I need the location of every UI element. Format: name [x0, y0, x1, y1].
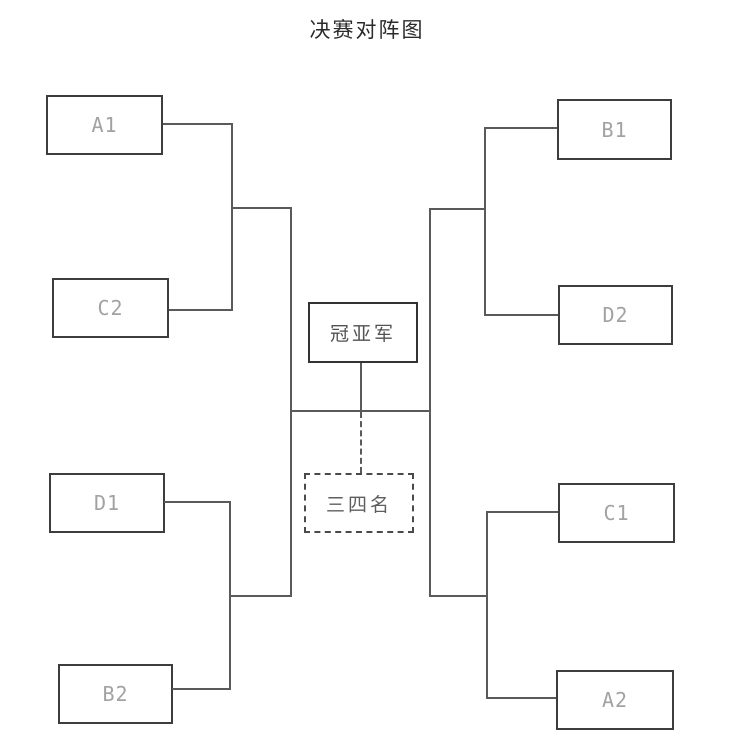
team-box-b1: B1 [557, 99, 672, 160]
team-box-c1: C1 [558, 483, 675, 543]
team-box-c2: C2 [52, 278, 169, 338]
connector-d1-line [164, 501, 231, 503]
bracket-right-bottom-vertical [486, 511, 488, 699]
team-box-d2: D2 [558, 285, 673, 345]
semifinal-right-top-feed [429, 208, 485, 210]
team-box-d1: D1 [49, 473, 165, 533]
bracket-right-top-vertical [484, 127, 486, 316]
connector-b2-line [172, 688, 231, 690]
bracket-left-top-vertical [231, 123, 233, 311]
connector-c2-line [169, 309, 233, 311]
third-place-stem-dashed-line [360, 412, 362, 473]
semifinal-right-vertical [429, 208, 431, 597]
semifinal-left-top-feed [231, 207, 292, 209]
semifinal-right-bottom-feed [429, 595, 488, 597]
team-box-a2: A2 [556, 670, 674, 730]
connector-b1-line [485, 127, 557, 129]
semifinal-left-bottom-feed [229, 595, 292, 597]
semifinal-left-vertical [290, 207, 292, 597]
connector-a2-line [487, 697, 556, 699]
connector-c1-line [487, 511, 558, 513]
final-champion-box: 冠亚军 [308, 302, 418, 363]
final-center-horizontal [290, 410, 431, 412]
connector-a1-line [163, 123, 233, 125]
connector-d2-line [485, 314, 558, 316]
champion-stem-line [360, 363, 362, 411]
team-box-a1: A1 [46, 95, 163, 155]
team-box-b2: B2 [58, 664, 173, 724]
third-place-box: 三四名 [304, 473, 414, 533]
page-title: 决赛对阵图 [309, 18, 425, 42]
